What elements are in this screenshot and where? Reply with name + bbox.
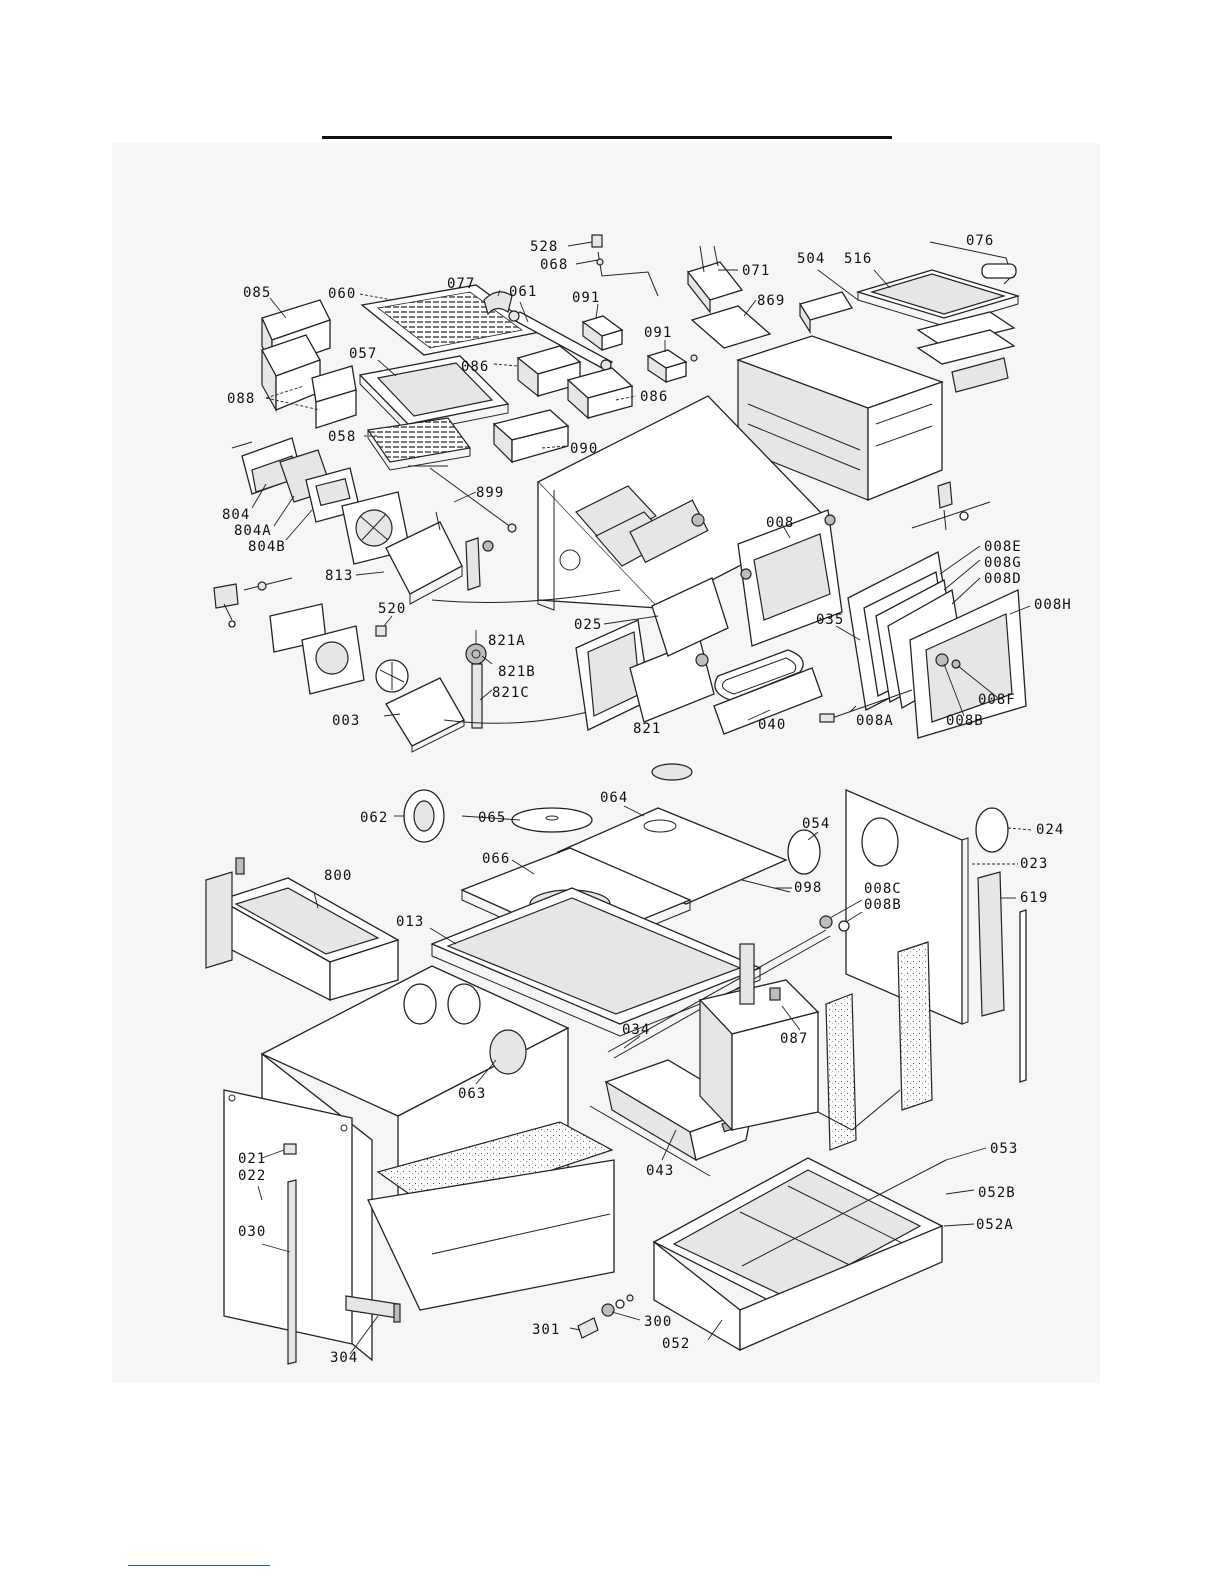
label-053: 053: [990, 1141, 1018, 1157]
label-520: 520: [378, 601, 406, 617]
label-504: 504: [797, 251, 825, 267]
lower-assembly: [206, 764, 1026, 1364]
label-091a: 091: [572, 290, 600, 306]
part-619: [978, 872, 1026, 1082]
label-086b: 086: [640, 389, 668, 405]
label-619: 619: [1020, 890, 1048, 906]
label-022: 022: [238, 1168, 266, 1184]
label-008D: 008D: [984, 571, 1022, 587]
label-076: 076: [966, 233, 994, 249]
part-821A: [466, 644, 486, 664]
part-065: [512, 808, 592, 832]
part-301: [578, 1318, 598, 1338]
label-021: 021: [238, 1151, 266, 1167]
label-813: 813: [325, 568, 353, 584]
label-054: 054: [802, 816, 830, 832]
part-800: [206, 858, 398, 1000]
part-062: [404, 790, 444, 842]
label-061: 061: [509, 284, 537, 300]
label-085: 085: [243, 285, 271, 301]
part-071: [688, 246, 742, 312]
part-090: [494, 410, 568, 462]
label-035: 035: [816, 612, 844, 628]
part-098: [742, 880, 790, 892]
part-520: [376, 626, 386, 636]
part-054: [788, 830, 820, 874]
label-008F: 008F: [978, 692, 1016, 708]
label-008E: 008E: [984, 539, 1022, 555]
label-034: 034: [622, 1022, 650, 1038]
label-052: 052: [662, 1336, 690, 1352]
label-013: 013: [396, 914, 424, 930]
label-065: 065: [478, 810, 506, 826]
part-091b: [648, 350, 686, 382]
part-008C: [820, 916, 849, 931]
label-008B-top: 008B: [946, 713, 984, 729]
label-304: 304: [330, 1350, 358, 1366]
label-030: 030: [238, 1224, 266, 1240]
label-068: 068: [540, 257, 568, 273]
label-071: 071: [742, 263, 770, 279]
part-058: [368, 418, 470, 470]
label-024: 024: [1036, 822, 1064, 838]
label-088: 088: [227, 391, 255, 407]
label-804A: 804A: [234, 523, 272, 539]
label-023: 023: [1020, 856, 1048, 872]
label-821A: 821A: [488, 633, 526, 649]
label-052A: 052A: [976, 1217, 1014, 1233]
part-068: [597, 252, 658, 296]
label-025: 025: [574, 617, 602, 633]
label-800: 800: [324, 868, 352, 884]
label-062: 062: [360, 810, 388, 826]
label-008H: 008H: [1034, 597, 1072, 613]
label-087: 087: [780, 1031, 808, 1047]
part-869: [691, 306, 770, 361]
label-077: 077: [447, 276, 475, 292]
part-024: [976, 808, 1008, 852]
label-008A: 008A: [856, 713, 894, 729]
label-008C: 008C: [864, 881, 902, 897]
upper-assembly: [214, 235, 1026, 752]
part-088: [262, 335, 356, 428]
label-821B: 821B: [498, 664, 536, 680]
part-504: [800, 292, 852, 332]
label-098: 098: [794, 880, 822, 896]
label-040: 040: [758, 717, 786, 733]
label-091b: 091: [644, 325, 672, 341]
label-064: 064: [600, 790, 628, 806]
label-052B: 052B: [978, 1185, 1016, 1201]
label-516: 516: [844, 251, 872, 267]
label-086a: 086: [461, 359, 489, 375]
latch-parts: [912, 482, 990, 530]
label-301: 301: [532, 1322, 560, 1338]
label-804: 804: [222, 507, 250, 523]
label-899: 899: [476, 485, 504, 501]
label-300: 300: [644, 1314, 672, 1330]
label-008B-bottom: 008B: [864, 897, 902, 913]
label-063: 063: [458, 1086, 486, 1102]
label-090: 090: [570, 441, 598, 457]
label-057: 057: [349, 346, 377, 362]
label-821C: 821C: [492, 685, 530, 701]
part-030: [288, 1180, 296, 1364]
label-060: 060: [328, 286, 356, 302]
part-528: [592, 235, 602, 247]
label-804B: 804B: [248, 539, 286, 555]
part-052: [654, 1158, 946, 1350]
part-300: [602, 1295, 633, 1316]
label-066: 066: [482, 851, 510, 867]
label-528: 528: [530, 239, 558, 255]
label-003: 003: [332, 713, 360, 729]
part-091a: [583, 316, 622, 350]
label-008: 008: [766, 515, 794, 531]
label-869: 869: [757, 293, 785, 309]
label-058: 058: [328, 429, 356, 445]
label-043: 043: [646, 1163, 674, 1179]
label-008G: 008G: [984, 555, 1022, 571]
label-821: 821: [633, 721, 661, 737]
